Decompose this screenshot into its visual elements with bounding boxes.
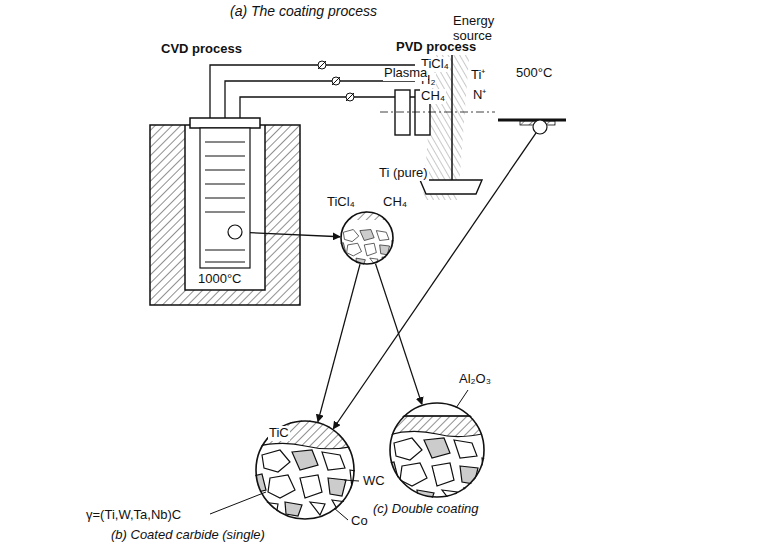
label-text: WC: [362, 474, 386, 489]
label-text: (c) Double coating: [372, 502, 480, 517]
label-text: Co: [350, 514, 369, 529]
label-text: (b) Coated carbide (single): [110, 528, 266, 543]
label-text: Ti⁺: [470, 68, 486, 83]
label-text: Al₂O₃: [458, 372, 492, 387]
label-text: 1000°C: [197, 272, 243, 287]
label-text: N⁺: [472, 88, 487, 103]
label-text: Ti (pure): [378, 166, 429, 181]
label-text: (a) The coating process: [230, 3, 377, 19]
label-text: CVD process: [160, 42, 243, 57]
label-text: Energy source: [452, 14, 510, 44]
label-text: Plasma: [383, 66, 428, 81]
label-text: 500°C: [515, 66, 553, 81]
sample-circle: TiCl₄CH₄: [340, 211, 394, 265]
label-text: CH₄: [420, 89, 446, 104]
circle-outline: [340, 211, 394, 265]
label-text: CH₄: [382, 195, 408, 210]
label-text: TiCl₄: [326, 195, 356, 210]
label-text: γ=(Ti,W,Ta,Nb)C: [85, 508, 182, 523]
label-text: TiC: [268, 426, 290, 441]
sample-circle: TiCWCCoγ=(Ti,W,Ta,Nb)C(b) Coated carbide…: [255, 420, 355, 520]
sample-circle: Al₂O₃(c) Double coating: [389, 402, 485, 498]
process-apparatus: PVD processEnergy sourcePlasmaTi⁺N⁺500°C…: [375, 15, 570, 200]
process-apparatus: CVD processTiCl₄H₂CH₄1000°C: [148, 40, 303, 308]
circle-outline: [389, 402, 485, 498]
